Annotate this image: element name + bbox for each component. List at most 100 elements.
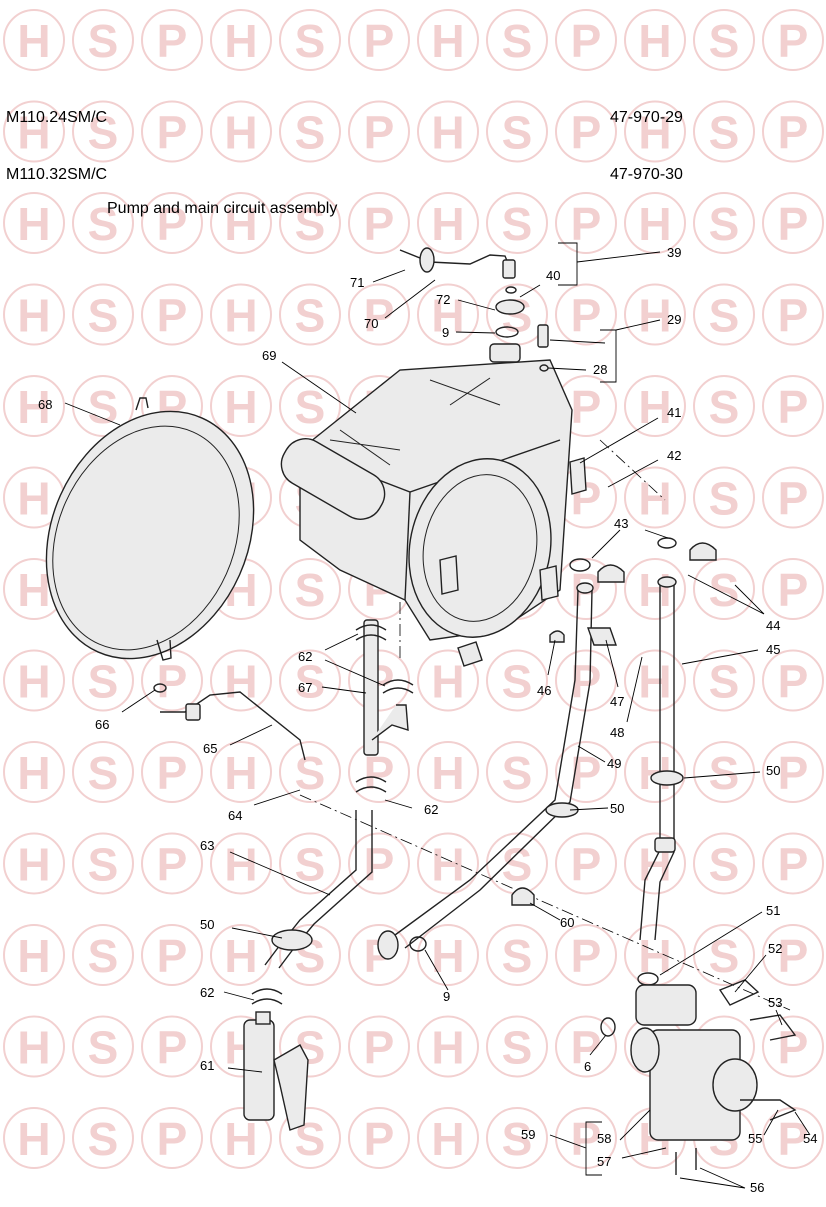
- heat-exchanger-body: [280, 343, 573, 641]
- svg-text:H: H: [17, 381, 50, 433]
- flow-pipe-63: [251, 810, 373, 1005]
- watermark-tile: H: [624, 649, 686, 712]
- watermark-tile: S: [486, 649, 548, 712]
- svg-text:H: H: [431, 839, 464, 891]
- watermark-tile: P: [762, 9, 824, 71]
- watermark-tile: H: [210, 100, 272, 163]
- svg-text:H: H: [224, 198, 257, 250]
- svg-text:H: H: [17, 198, 50, 250]
- svg-text:P: P: [778, 839, 809, 891]
- svg-text:H: H: [224, 839, 257, 891]
- watermark-tile: P: [762, 100, 824, 163]
- vessel-connection-pipe: [153, 683, 306, 761]
- watermark-tile: P: [762, 558, 824, 620]
- watermark-tile: H: [210, 283, 272, 346]
- watermark-tile: H: [210, 1107, 272, 1169]
- svg-text:S: S: [88, 198, 119, 250]
- svg-text:S: S: [709, 564, 740, 616]
- watermark-tile: H: [3, 100, 65, 163]
- watermark-tile: P: [348, 1015, 410, 1078]
- watermark-tile: P: [762, 283, 824, 346]
- svg-text:P: P: [157, 656, 188, 708]
- watermark-tile: S: [279, 100, 341, 163]
- svg-text:P: P: [571, 930, 602, 982]
- watermark-tile: H: [3, 1015, 65, 1078]
- watermark-tile: P: [141, 9, 203, 71]
- svg-text:P: P: [364, 107, 395, 159]
- svg-text:H: H: [431, 1022, 464, 1074]
- svg-text:S: S: [502, 107, 533, 159]
- callout-number: 48: [610, 725, 624, 740]
- watermark-tile: P: [762, 1015, 824, 1078]
- watermark-tile: H: [3, 649, 65, 712]
- watermark-tile: S: [72, 192, 134, 254]
- watermark-tile: H: [624, 375, 686, 437]
- watermark-tile: S: [72, 375, 134, 437]
- watermark-tile: P: [762, 192, 824, 254]
- callout-number: 6: [584, 1059, 591, 1074]
- svg-text:H: H: [431, 747, 464, 799]
- callout-number: 9: [443, 989, 450, 1004]
- svg-text:H: H: [17, 107, 50, 159]
- callout-number: 53: [768, 995, 782, 1010]
- watermark-tile: H: [417, 1015, 479, 1078]
- watermark-tile: P: [141, 1015, 203, 1078]
- svg-text:S: S: [88, 1113, 119, 1165]
- callout-number: 62: [298, 649, 312, 664]
- svg-text:S: S: [709, 290, 740, 342]
- svg-text:H: H: [17, 290, 50, 342]
- mounting-brackets: [439, 457, 587, 667]
- callout-number: 70: [364, 316, 378, 331]
- callout-number: 40: [546, 268, 560, 283]
- callout-number: 49: [607, 756, 621, 771]
- svg-text:H: H: [638, 473, 671, 525]
- svg-text:S: S: [709, 381, 740, 433]
- svg-text:H: H: [224, 381, 257, 433]
- watermark-tile: H: [3, 192, 65, 254]
- part-number: 47-970-30: [610, 166, 683, 183]
- svg-text:H: H: [638, 15, 671, 67]
- svg-text:S: S: [709, 473, 740, 525]
- svg-text:P: P: [364, 1022, 395, 1074]
- svg-text:P: P: [778, 656, 809, 708]
- callout-number: 68: [38, 397, 52, 412]
- svg-text:H: H: [224, 290, 257, 342]
- svg-text:H: H: [638, 564, 671, 616]
- watermark-tile: P: [555, 832, 617, 895]
- svg-text:H: H: [17, 473, 50, 525]
- callout-number: 43: [614, 516, 628, 531]
- watermark-tile: H: [417, 283, 479, 346]
- svg-text:H: H: [638, 290, 671, 342]
- svg-text:P: P: [571, 290, 602, 342]
- leader-lines: [64, 251, 811, 1189]
- svg-text:P: P: [571, 747, 602, 799]
- svg-text:H: H: [17, 930, 50, 982]
- callout-number: 62: [424, 802, 438, 817]
- watermark-tile: S: [279, 9, 341, 71]
- watermark-tile: P: [348, 9, 410, 71]
- svg-text:H: H: [431, 290, 464, 342]
- svg-text:S: S: [502, 930, 533, 982]
- model-number: M110.32SM/C: [6, 166, 108, 183]
- circulating-pump: [409, 936, 797, 1175]
- svg-text:P: P: [157, 930, 188, 982]
- svg-text:P: P: [364, 1113, 395, 1165]
- svg-text:S: S: [88, 1022, 119, 1074]
- callout-number: 69: [262, 348, 276, 363]
- callout-number: 44: [766, 618, 780, 633]
- watermark-tile: S: [693, 466, 755, 529]
- watermark-tile: S: [279, 192, 341, 254]
- svg-text:P: P: [571, 15, 602, 67]
- svg-text:H: H: [224, 1113, 257, 1165]
- svg-text:P: P: [157, 198, 188, 250]
- sensor-capillary-pipe: [399, 247, 516, 279]
- expansion-vessel: [45, 397, 255, 661]
- svg-text:P: P: [157, 290, 188, 342]
- svg-text:H: H: [431, 15, 464, 67]
- watermark-tile: H: [210, 832, 272, 895]
- svg-text:H: H: [431, 198, 464, 250]
- watermark-tile: H: [417, 741, 479, 803]
- callout-number: 45: [766, 642, 780, 657]
